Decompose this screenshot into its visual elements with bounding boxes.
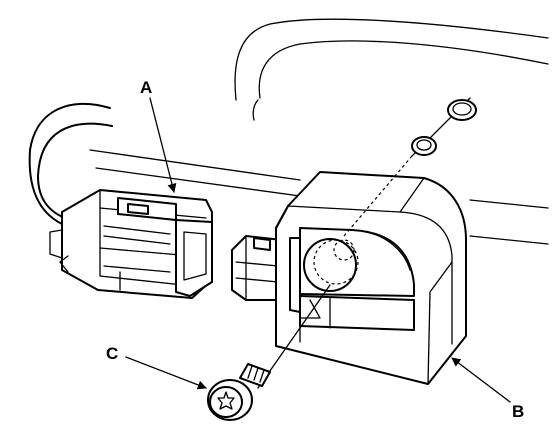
callout-label-a: A xyxy=(140,78,152,97)
body-panel-outline xyxy=(89,18,549,245)
connector-a-icon xyxy=(49,189,213,299)
callout-a: A xyxy=(140,78,177,193)
mounting-holes-icon xyxy=(411,99,477,156)
bolt-c-icon xyxy=(207,363,271,421)
callout-arrow-b xyxy=(451,357,511,403)
callout-b: B xyxy=(451,357,524,421)
callout-c: C xyxy=(106,344,207,390)
callout-label-b: B xyxy=(512,402,524,421)
callout-arrow-a xyxy=(149,97,177,193)
sensor-plug-icon xyxy=(231,235,283,301)
sensor-bracket-b-icon xyxy=(275,171,467,385)
callout-label-c: C xyxy=(106,344,118,363)
callout-arrow-c xyxy=(125,356,207,390)
